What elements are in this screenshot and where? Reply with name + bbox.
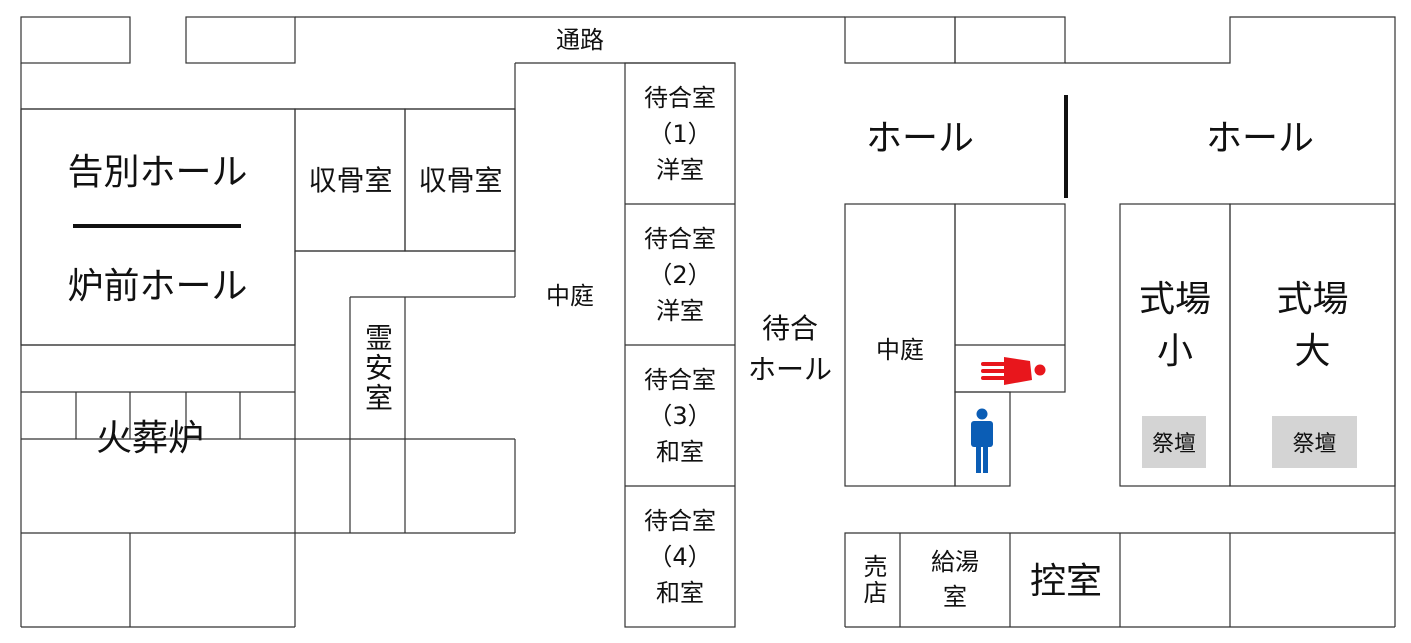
ceremony-small-label: 式場 小 (1138, 278, 1211, 372)
ceremony-large-label: 式場 大 (1276, 278, 1349, 372)
waiting-room-3-label: 待合室 （3） 和室 (644, 366, 716, 466)
waiting-room-2-label: 待合室 （2） 洋室 (644, 225, 716, 325)
kitchenette-label: 給湯 室 (931, 548, 979, 611)
hall-left-label: ホール (865, 117, 974, 159)
waiting-room-1-label: 待合室 （1） 洋室 (644, 84, 716, 184)
female-toilet-icon (981, 357, 1046, 385)
altar-large: 祭壇 (1272, 416, 1357, 468)
waiting-room-4-label: 待合室 （4） 和室 (644, 507, 716, 607)
farewell-hall-label: 告別ホール (67, 151, 248, 193)
male-toilet-icon (971, 408, 993, 473)
bone-room-2-label: 収骨室 (418, 163, 503, 197)
shop-label: 売店 (859, 554, 887, 606)
altar-small: 祭壇 (1142, 416, 1206, 468)
green-room-label: 控室 (1029, 560, 1102, 602)
furnace-front-hall-label: 炉前ホール (67, 265, 248, 307)
spirit-room-label: 霊安室 (361, 323, 394, 413)
courtyard-left-label: 中庭 (546, 282, 594, 310)
hall-right-label: ホール (1205, 117, 1314, 159)
corridor-label: 通路 (556, 26, 604, 54)
courtyard-right-label: 中庭 (876, 336, 924, 364)
bone-room-1-label: 収骨室 (308, 163, 393, 197)
waiting-hall-label: 待合 ホール (747, 312, 832, 386)
cremation-furnace-label: 火葬炉 (95, 417, 204, 459)
